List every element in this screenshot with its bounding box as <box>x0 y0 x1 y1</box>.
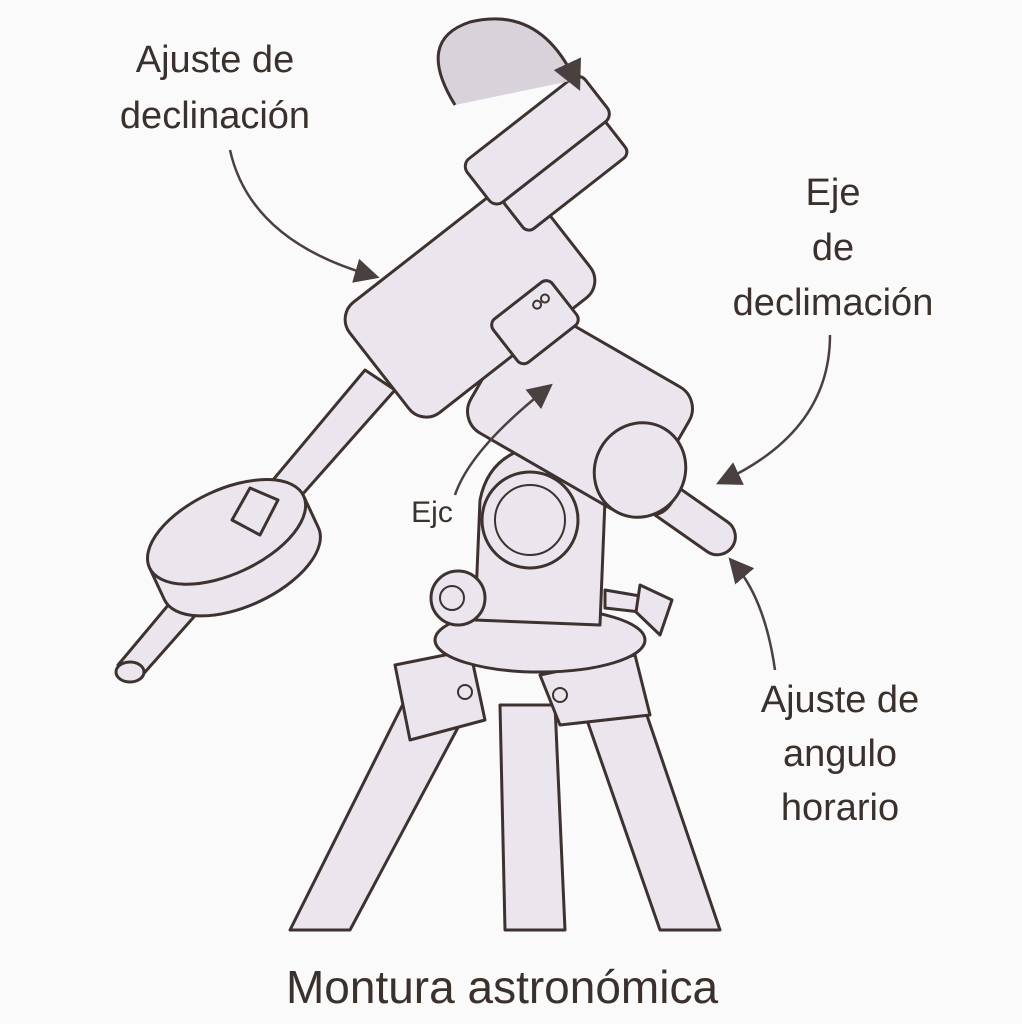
declination-housing <box>343 181 597 419</box>
tripod <box>288 648 722 932</box>
label-declination-axis-line2: de <box>812 227 854 269</box>
declination-adjust-arrow-icon <box>228 149 380 283</box>
declination-axis-arrow-icon <box>715 334 832 485</box>
counterweight <box>114 368 397 684</box>
label-hour-angle-line3: horario <box>781 787 899 829</box>
label-declination-axis-line3: declimación <box>733 282 934 324</box>
caption: Montura astronómica <box>286 961 718 1013</box>
clamp-screw <box>603 583 674 637</box>
label-hour-angle-line2: angulo <box>783 733 897 775</box>
label-hour-angle-line1: Ajuste de <box>761 679 919 721</box>
label-axis: Ejc <box>411 496 453 529</box>
label-declination-axis-line1: Eje <box>806 172 861 214</box>
label-declination-adjust-line1: Ajuste de <box>136 39 294 81</box>
column-ring <box>480 470 580 570</box>
top-cap <box>463 74 629 232</box>
left-knob-icon <box>429 569 487 627</box>
label-declination-adjust-line2: declinación <box>120 95 310 137</box>
hour-angle-arrow-icon <box>728 557 777 671</box>
rotation-arrow-icon <box>436 17 581 106</box>
axis-arrow-icon <box>453 383 553 496</box>
